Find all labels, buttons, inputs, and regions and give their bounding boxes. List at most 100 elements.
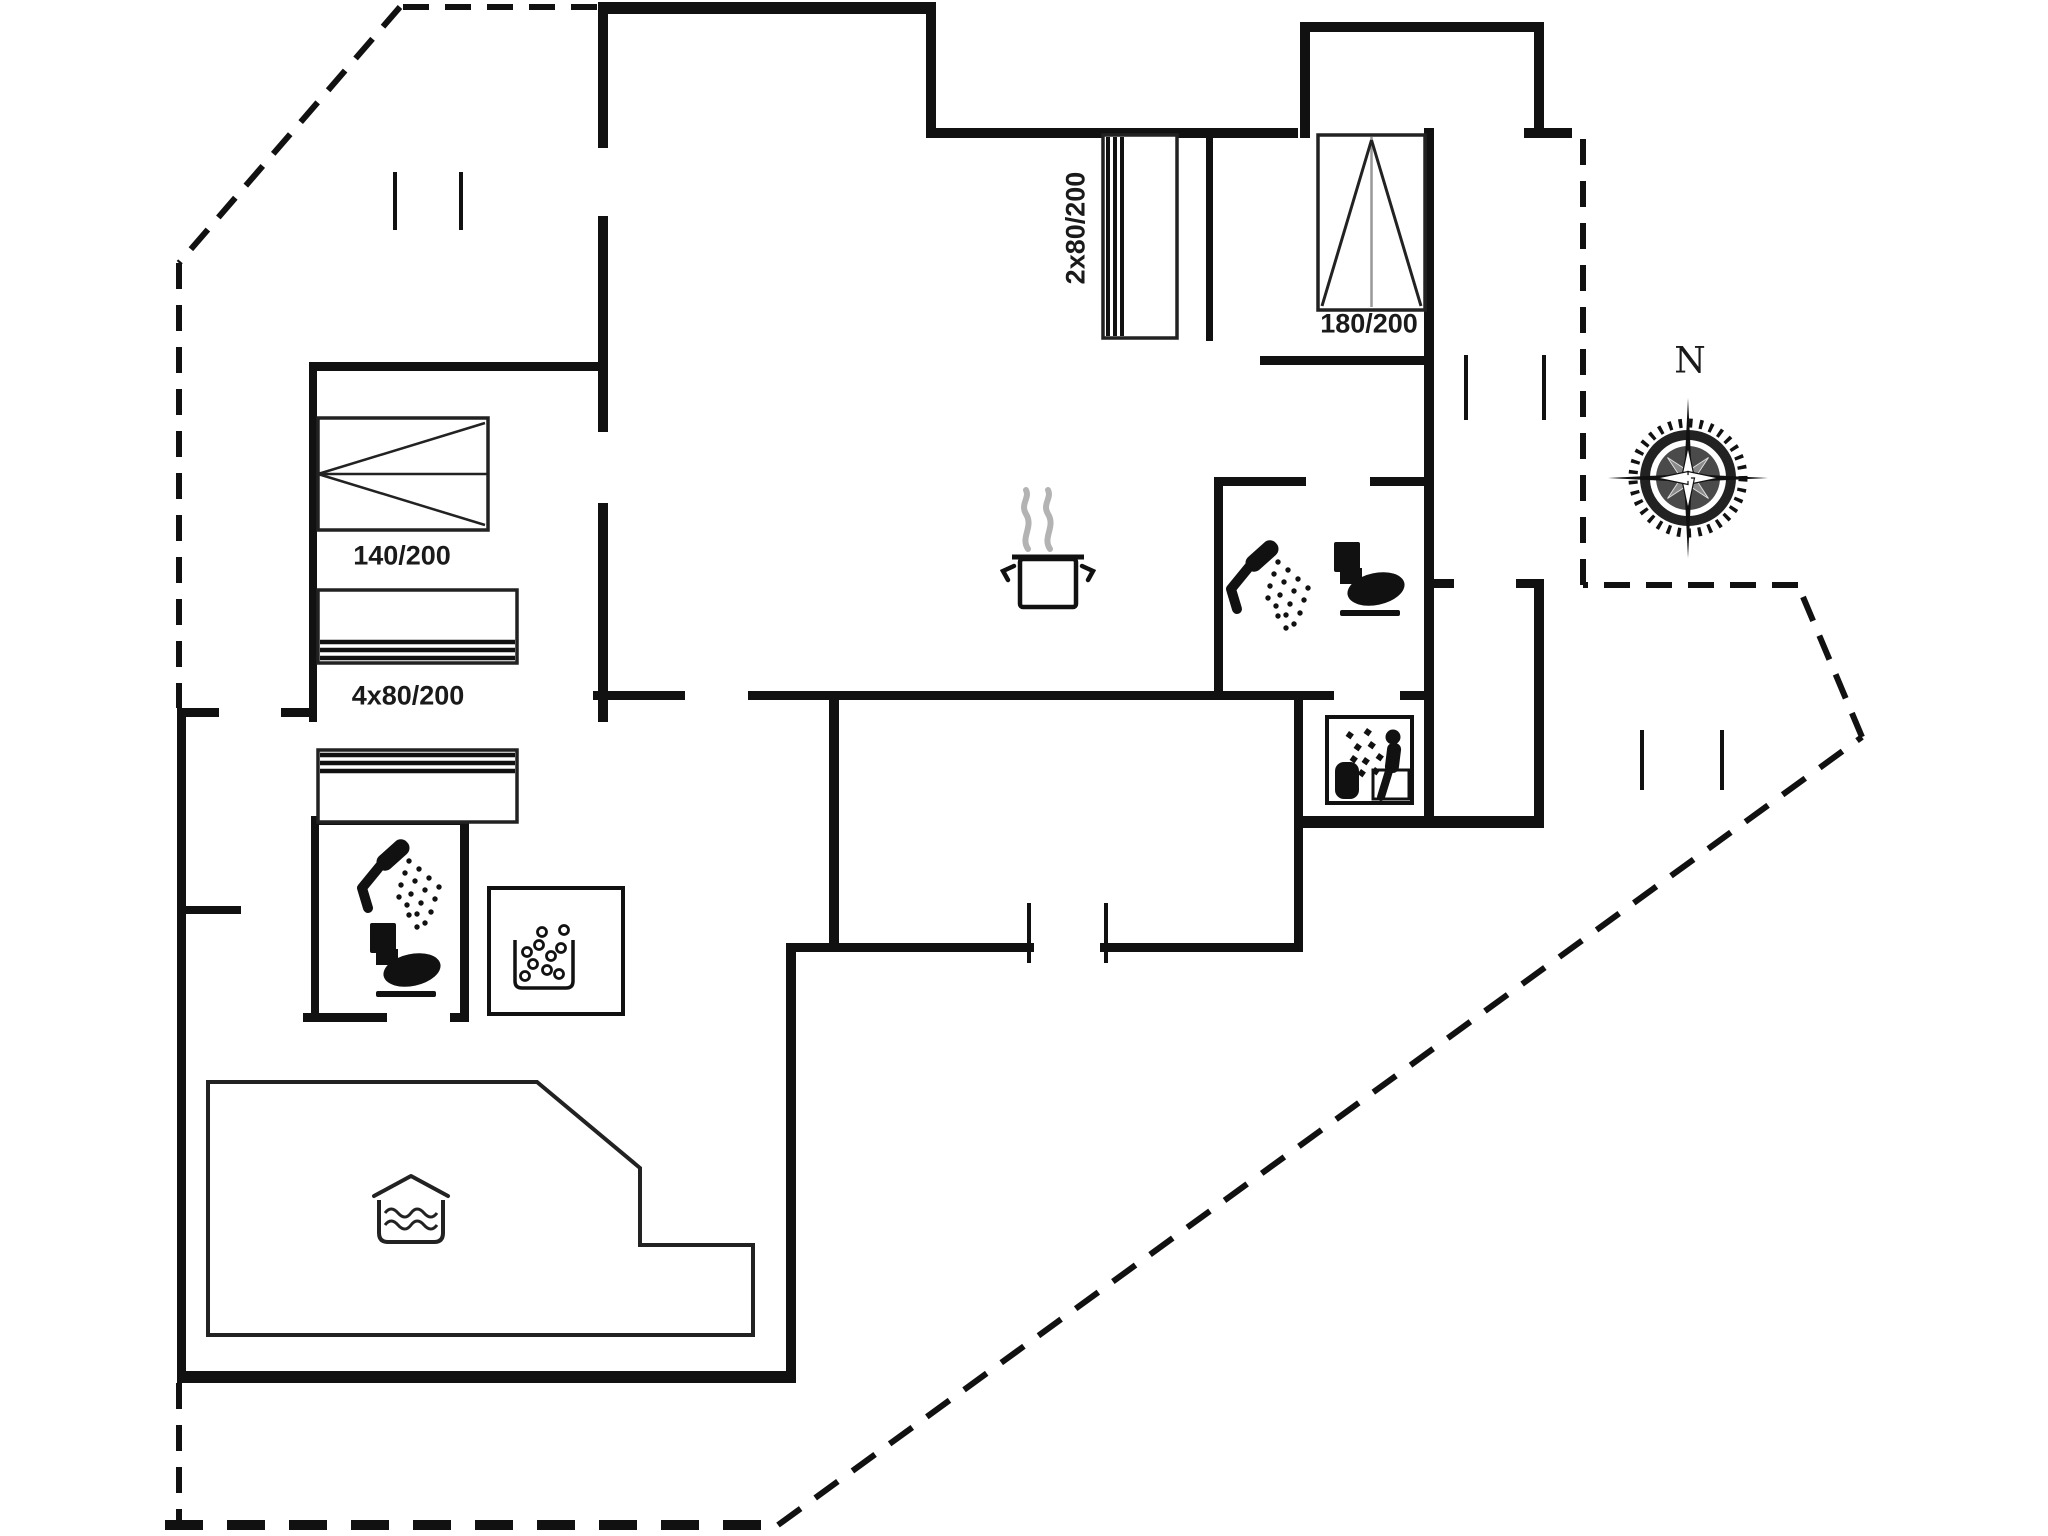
- bed-bunk2x80: [1101, 133, 1179, 340]
- bed-bed180: [1316, 133, 1427, 312]
- pot-handle: [999, 563, 1017, 583]
- wall-segment: [1294, 816, 1303, 952]
- bed-bed140: [316, 416, 490, 532]
- shower-spray-dot: [402, 870, 408, 876]
- sauna-steam-dot: [1361, 756, 1370, 766]
- walls-layer: [177, 2, 1572, 1383]
- pool-outline: [206, 1080, 755, 1337]
- shower-spray-dot: [418, 900, 424, 906]
- sauna-person-head: [1385, 729, 1401, 745]
- whirlpool-bubble: [541, 964, 553, 976]
- wall-segment: [926, 128, 1298, 138]
- sauna-person-body: [1384, 742, 1402, 774]
- shower-spray-dot: [1275, 613, 1281, 619]
- toilet-tank: [370, 923, 396, 953]
- pool-wave-line: [383, 1219, 439, 1231]
- wall-segment: [460, 816, 469, 1022]
- wall-segment: [748, 691, 1222, 700]
- bed-label-4x80-200: 4x80/200: [351, 680, 465, 711]
- whirlpool-bubble: [519, 970, 531, 982]
- whirlpool-bubble: [555, 942, 567, 954]
- wall-segment: [593, 691, 685, 700]
- compass-rose: [1608, 398, 1768, 558]
- sauna-steam-dot: [1367, 741, 1376, 750]
- bed-label-2x80-200: 2x80/200: [1060, 171, 1091, 285]
- compass-center-dot: [1685, 475, 1691, 481]
- whirlpool-bubble: [533, 939, 545, 951]
- wall-segment: [1370, 477, 1432, 486]
- shower-spray-dot: [426, 875, 432, 881]
- wall-segment: [450, 1013, 469, 1022]
- wall-segment: [311, 816, 319, 1022]
- sauna-steam-dot: [1375, 752, 1384, 762]
- whirlpool-icon: [487, 886, 625, 1016]
- shower-spray-dot: [1267, 583, 1273, 589]
- bed-duvet-line: [317, 472, 486, 527]
- sauna-person-leg: [1377, 767, 1393, 801]
- wall-segment: [177, 708, 186, 1383]
- shower-spray-dot: [1275, 559, 1281, 565]
- shower-spray-dot: [1277, 592, 1283, 598]
- bed-duvet-line: [1320, 139, 1373, 307]
- wall-segment: [1534, 579, 1544, 828]
- pot-body: [1017, 556, 1079, 610]
- shower-spray-dot: [422, 887, 428, 893]
- shower-spray-dot: [1283, 612, 1289, 618]
- whirlpool-bubble: [527, 958, 539, 970]
- shower-spray-dot: [406, 858, 412, 864]
- boundary-dashed-line: [176, 5, 403, 265]
- wall-segment: [1100, 943, 1303, 952]
- pool-wave-line: [383, 1207, 439, 1219]
- wall-segment: [309, 366, 317, 722]
- shower-spray-dot: [404, 902, 410, 908]
- sauna-steam-dot: [1363, 727, 1372, 737]
- wall-segment: [1534, 22, 1544, 138]
- pool-tub-line: [377, 1200, 445, 1244]
- shower-arm: [1226, 562, 1254, 614]
- shower-spray-dot: [1273, 603, 1279, 609]
- toilet-base: [376, 991, 436, 997]
- whirlpool-tub: [513, 940, 575, 990]
- stove-pot-icon: [999, 487, 1097, 610]
- shower-spray-dot: [412, 878, 418, 884]
- wall-segment: [1294, 691, 1303, 823]
- toilet-icon-bathroom-west: [370, 923, 441, 997]
- shower-spray-dot: [1287, 601, 1293, 607]
- sauna-icon: [1325, 715, 1414, 805]
- shower-spray-dot: [1291, 621, 1297, 627]
- shower-spray-dot: [1283, 625, 1289, 631]
- shower-spray-dot: [1265, 595, 1271, 601]
- bed-bunk80b: [316, 748, 519, 824]
- shower-spray-dot: [406, 912, 412, 918]
- wall-segment: [829, 691, 839, 952]
- wall-segment: [1516, 579, 1544, 588]
- bed-label-140-200: 140/200: [353, 540, 451, 571]
- toilet-bowl: [1347, 572, 1405, 606]
- boundary-dashed-line: [776, 734, 1864, 1528]
- wall-segment: [281, 708, 317, 717]
- shower-spray-dot: [1271, 571, 1277, 577]
- wall-segment: [181, 708, 219, 717]
- sauna-stove: [1335, 762, 1359, 799]
- wall-segment: [598, 2, 934, 14]
- whirlpool-bubble: [553, 968, 565, 980]
- wall-segment: [1206, 133, 1213, 341]
- wall-segment: [177, 1371, 796, 1383]
- wall-segment: [598, 503, 608, 722]
- shower-spray-dot: [436, 884, 442, 890]
- pot-handle: [1079, 563, 1097, 583]
- wall-segment: [598, 216, 608, 432]
- sauna-steam-dot: [1357, 769, 1366, 778]
- shower-spray-dot: [396, 894, 402, 900]
- steam-icon: [1021, 487, 1032, 552]
- bed-bunk80a: [316, 588, 519, 665]
- wall-segment: [1300, 22, 1544, 32]
- toilet-icon-bathroom-east: [1334, 542, 1405, 616]
- compass-north-label: N: [1674, 340, 1706, 382]
- wall-segment: [309, 362, 601, 371]
- pool-water-icon: [372, 1174, 450, 1244]
- shower-head: [376, 839, 410, 871]
- shower-spray-dot: [408, 891, 414, 897]
